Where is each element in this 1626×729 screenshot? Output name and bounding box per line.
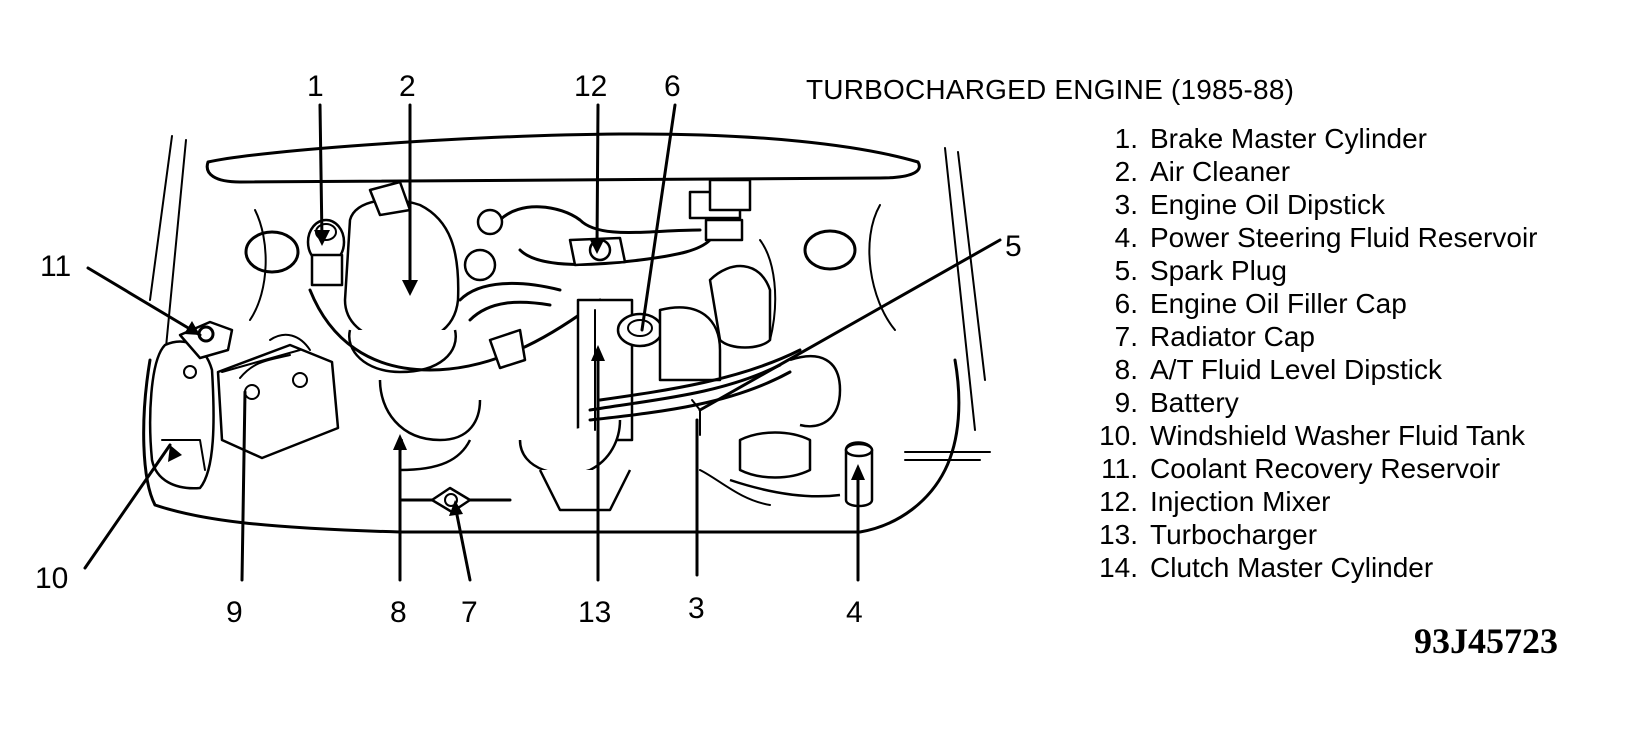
- right-pipes: [699, 431, 841, 506]
- legend-label: Brake Master Cylinder: [1150, 123, 1427, 154]
- legend-number: 8.: [1114, 354, 1138, 385]
- legend-item: 1. Brake Master Cylinder: [1088, 122, 1538, 155]
- legend-label: Engine Oil Filler Cap: [1150, 288, 1407, 319]
- legend-number: 5.: [1114, 255, 1138, 286]
- legend-item: 9. Battery: [1088, 386, 1538, 419]
- callout-12: 12: [574, 70, 607, 103]
- figure-title: TURBOCHARGED ENGINE (1985-88): [806, 74, 1295, 105]
- spark-plug-wires: [588, 239, 842, 428]
- leader-11: [86, 266, 202, 337]
- legend-item: 2. Air Cleaner: [1088, 155, 1538, 188]
- legend-number: 12.: [1099, 486, 1138, 517]
- callout-1: 1: [307, 70, 324, 103]
- callout-11: 11: [40, 250, 71, 283]
- legend-item: 3. Engine Oil Dipstick: [1088, 188, 1538, 221]
- callout-10: 10: [35, 562, 68, 595]
- battery: [216, 333, 340, 460]
- body-outline: [142, 132, 991, 534]
- legend-label: Power Steering Fluid Reservoir: [1150, 222, 1538, 253]
- legend-item: 4. Power Steering Fluid Reservoir: [1088, 221, 1538, 254]
- legend-label: Air Cleaner: [1150, 156, 1291, 187]
- callout-9: 9: [226, 596, 243, 629]
- leader-lines: [83, 103, 1002, 582]
- legend-label: Battery: [1150, 387, 1239, 418]
- leader-10: [83, 443, 172, 570]
- legend-label: Engine Oil Dipstick: [1150, 189, 1385, 220]
- callout-7: 7: [461, 596, 478, 629]
- legend-number: 2.: [1114, 156, 1138, 187]
- legend-number: 14.: [1099, 552, 1138, 583]
- legend-number: 10.: [1099, 420, 1138, 451]
- callout-4: 4: [846, 596, 863, 629]
- legend-number: 6.: [1114, 288, 1138, 319]
- callout-5: 5: [1005, 230, 1022, 263]
- callout-3: 3: [688, 592, 705, 625]
- callout-13: 13: [578, 596, 611, 629]
- legend-number: 3.: [1114, 189, 1138, 220]
- legend-label: Turbocharger: [1150, 519, 1318, 550]
- legend-label: Windshield Washer Fluid Tank: [1150, 420, 1526, 451]
- relay-box: [688, 178, 752, 242]
- legend-item: 8. A/T Fluid Level Dipstick: [1088, 353, 1538, 386]
- legend-label: Clutch Master Cylinder: [1150, 552, 1434, 583]
- legend-number: 13.: [1099, 519, 1138, 550]
- legend-item: 12. Injection Mixer: [1088, 485, 1538, 518]
- legend-label: A/T Fluid Level Dipstick: [1150, 354, 1443, 385]
- callout-2: 2: [399, 70, 416, 103]
- legend-label: Spark Plug: [1150, 255, 1287, 286]
- callout-8: 8: [390, 596, 407, 629]
- injection-mixer: [463, 205, 712, 282]
- legend: 1. Brake Master Cylinder 2. Air Cleaner 3.…: [1088, 122, 1538, 584]
- callout-6: 6: [664, 70, 681, 103]
- leader-1: [318, 103, 324, 242]
- leader-9: [240, 390, 247, 582]
- legend-item: 13. Turbocharger: [1088, 518, 1538, 551]
- legend-label: Injection Mixer: [1150, 486, 1331, 517]
- arrow-heads: [168, 230, 865, 516]
- callout-numbers: 1 2 12 6 5 11 10 9 8 7 13 3 4: [35, 70, 1022, 629]
- leader-5: [698, 238, 1002, 412]
- legend-number: 9.: [1114, 387, 1138, 418]
- legend-label: Coolant Recovery Reservoir: [1150, 453, 1501, 484]
- brake-master-cylinder: [306, 218, 346, 287]
- leader-6: [640, 103, 677, 332]
- leader-12: [595, 103, 600, 250]
- legend-number: 4.: [1114, 222, 1138, 253]
- strut-towers: [244, 229, 857, 274]
- legend-item: 7. Radiator Cap: [1088, 320, 1538, 353]
- legend-number: 11.: [1101, 453, 1138, 484]
- legend-item: 10. Windshield Washer Fluid Tank: [1088, 419, 1538, 452]
- legend-item: 5. Spark Plug: [1088, 254, 1538, 287]
- figure-code: 93J45723: [1414, 621, 1558, 661]
- legend-number: 1.: [1114, 123, 1138, 154]
- legend-number: 7.: [1114, 321, 1138, 352]
- legend-item: 6. Engine Oil Filler Cap: [1088, 287, 1538, 320]
- legend-item: 11. Coolant Recovery Reservoir: [1088, 452, 1538, 485]
- leader-7: [453, 503, 472, 582]
- oil-filler-cap: [616, 306, 722, 382]
- legend-label: Radiator Cap: [1150, 321, 1315, 352]
- radiator-cap: [398, 486, 512, 514]
- air-cleaner: [343, 180, 460, 374]
- legend-item: 14. Clutch Master Cylinder: [1088, 551, 1538, 584]
- intake-hoses: [308, 282, 602, 472]
